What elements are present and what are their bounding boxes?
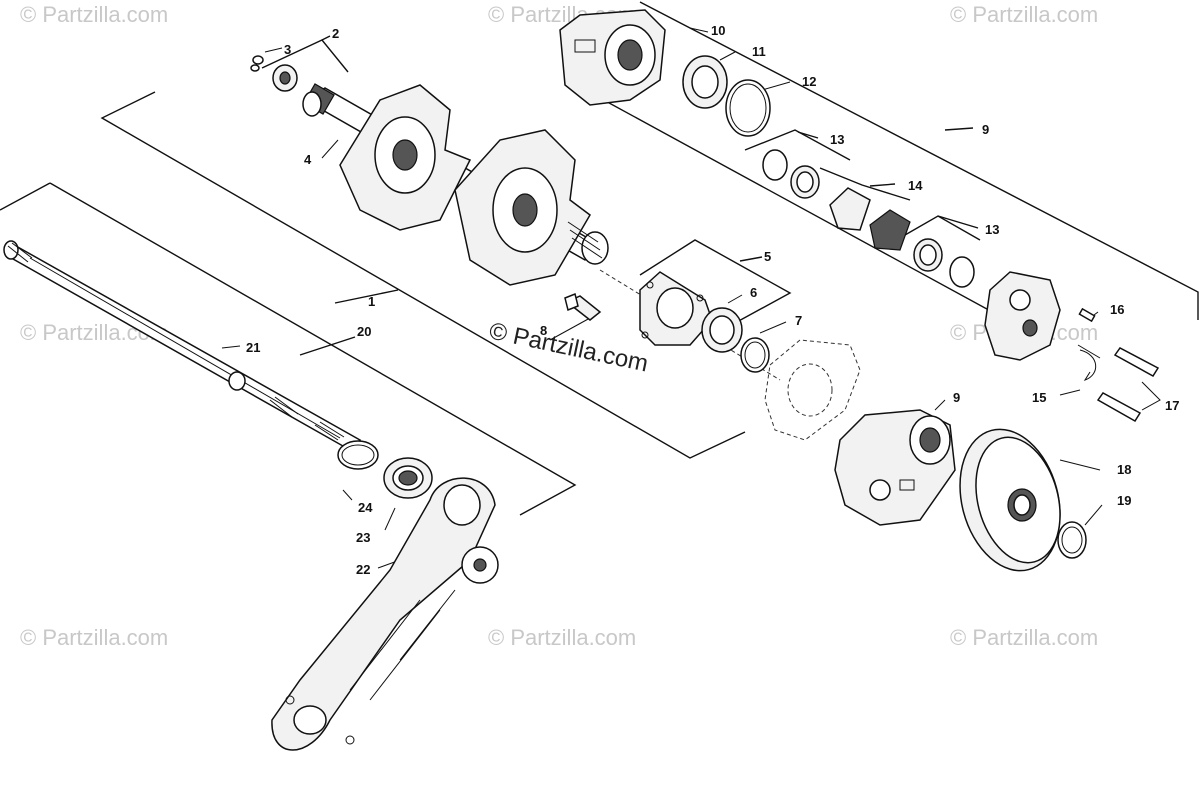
watermark: © Partzilla.com — [950, 2, 1098, 27]
callout-23: 23 — [356, 530, 370, 545]
callout-9-top: 9 — [982, 122, 989, 137]
callout-22: 22 — [356, 562, 370, 577]
brake-pads-14 — [829, 187, 911, 251]
bearing-plate-5 — [639, 271, 713, 346]
bushing-13-lower — [913, 238, 975, 288]
callout-13-upper: 13 — [830, 132, 844, 147]
clip-15 — [1079, 349, 1097, 381]
callout-1: 1 — [368, 294, 375, 309]
bolts-17 — [1096, 347, 1160, 423]
callout-17: 17 — [1165, 398, 1179, 413]
watermark: © Partzilla.com — [488, 625, 636, 650]
callout-4: 4 — [304, 152, 312, 167]
callout-3: 3 — [284, 42, 291, 57]
callout-8: 8 — [540, 323, 547, 338]
callout-labels: 1 2 3 4 5 6 7 8 9 9 10 11 12 13 13 14 15… — [246, 23, 1179, 577]
parts — [3, 9, 1160, 751]
callout-20: 20 — [357, 324, 371, 339]
callout-14: 14 — [908, 178, 923, 193]
callout-15: 15 — [1032, 390, 1046, 405]
bolt-8 — [564, 292, 602, 321]
caliper-right — [984, 271, 1061, 361]
pin-16 — [1078, 307, 1096, 323]
bracket-lines — [0, 1, 1199, 569]
callout-10: 10 — [711, 23, 725, 38]
bearing-23 — [383, 457, 433, 499]
callout-6: 6 — [750, 285, 757, 300]
bearing-11 — [682, 55, 728, 109]
callout-24: 24 — [358, 500, 373, 515]
watermark: © Partzilla.com — [950, 625, 1098, 650]
callout-13-lower: 13 — [985, 222, 999, 237]
bushing-13-upper — [762, 149, 820, 199]
central-watermark: © Partzilla.com — [487, 317, 651, 377]
o-ring-24 — [337, 440, 379, 470]
brake-caliper-9 — [834, 409, 956, 526]
callout-9-bottom: 9 — [953, 390, 960, 405]
watermarks: © Partzilla.com © Partzilla.com © Partzi… — [20, 2, 1098, 650]
callout-7: 7 — [795, 313, 802, 328]
callout-16: 16 — [1110, 302, 1124, 317]
brake-disc-18 — [959, 428, 1061, 572]
snap-ring-19 — [1057, 521, 1087, 559]
watermark: © Partzilla.com — [20, 625, 168, 650]
callout-11: 11 — [752, 44, 766, 59]
drive-shaft-assembly — [302, 83, 609, 286]
callout-19: 19 — [1117, 493, 1131, 508]
axle-shaft — [3, 240, 362, 451]
callout-21: 21 — [246, 340, 260, 355]
callout-2: 2 — [332, 26, 339, 41]
callout-5: 5 — [764, 249, 771, 264]
clips-3 — [250, 55, 298, 92]
caliper-housing-top — [559, 9, 666, 106]
seal-6 — [701, 307, 743, 353]
callout-12: 12 — [802, 74, 816, 89]
suspension-arm-22 — [271, 477, 499, 751]
watermark: © Partzilla.com — [20, 2, 168, 27]
callout-18: 18 — [1117, 462, 1131, 477]
ring-12 — [725, 79, 771, 137]
